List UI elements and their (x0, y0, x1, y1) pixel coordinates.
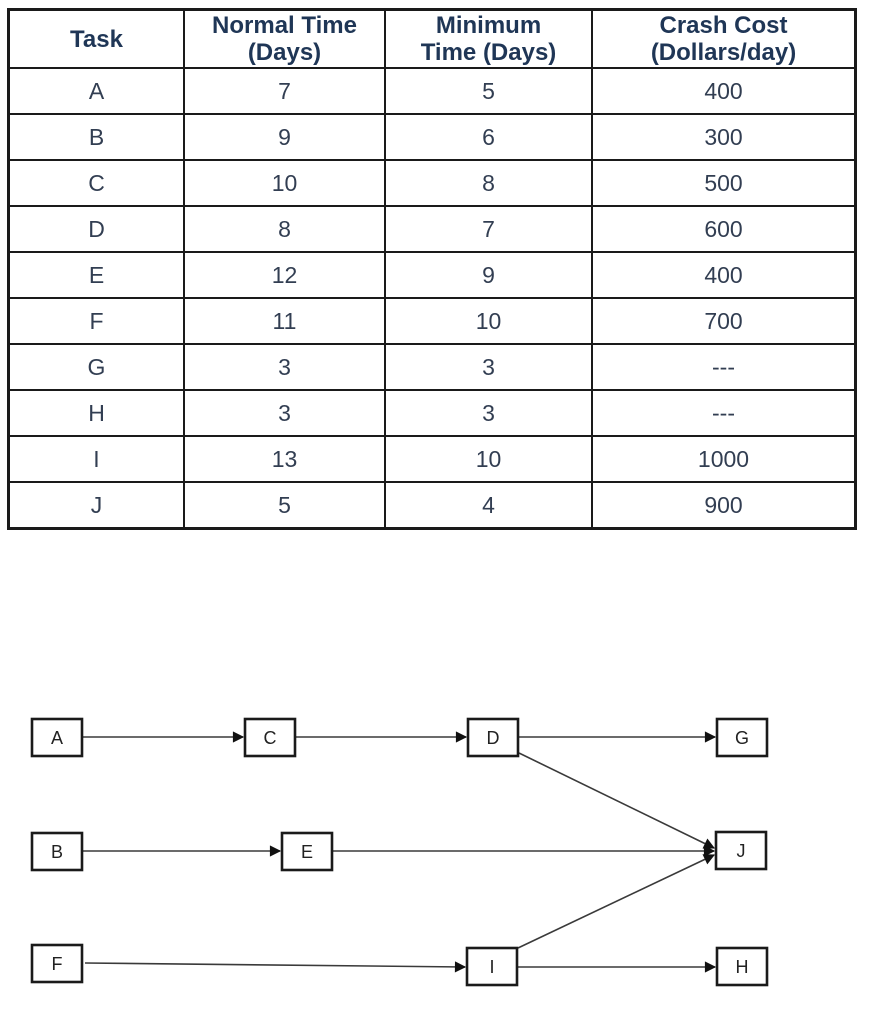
column-header-line: (Dollars/day) (650, 39, 797, 66)
task-node-label-J: J (737, 841, 746, 861)
column-header-line: Crash Cost (659, 12, 788, 39)
normal-time-cell: 5 (183, 481, 386, 530)
minimum-time-cell: 4 (384, 481, 593, 530)
edge-F-to-I (84, 961, 467, 973)
task-node-G: G (715, 717, 769, 758)
task-cell: I (7, 435, 185, 483)
crash-cost-cell: 600 (591, 205, 857, 253)
task-cell: D (7, 205, 185, 253)
task-cell: J (7, 481, 185, 530)
crash-cost-cell: 400 (591, 67, 857, 115)
task-node-D: D (466, 717, 520, 758)
crash-cost-cell: 500 (591, 159, 857, 207)
minimum-time-cell: 3 (384, 343, 593, 391)
task-node-label-D: D (487, 728, 500, 748)
column-header-line: Task (70, 25, 123, 53)
task-node-box-A (30, 717, 84, 758)
minimum-time-cell: 7 (384, 205, 593, 253)
column-header-task: Task (7, 8, 185, 69)
minimum-time-cell: 3 (384, 389, 593, 437)
task-cell: A (7, 67, 185, 115)
minimum-time-cell: 5 (384, 67, 593, 115)
minimum-time-cell: 10 (384, 297, 593, 345)
minimum-time-cell: 8 (384, 159, 593, 207)
normal-time-cell: 11 (183, 297, 386, 345)
task-node-label-E: E (301, 842, 313, 862)
column-header-crash-cost: Crash Cost(Dollars/day) (591, 8, 857, 69)
normal-time-cell: 8 (183, 205, 386, 253)
task-node-H: H (715, 946, 769, 987)
task-cell: H (7, 389, 185, 437)
crash-cost-cell: --- (591, 389, 857, 437)
precedence-diagram: A C D G B E J F I H (30, 717, 769, 987)
task-node-E: E (280, 831, 334, 872)
task-cell: F (7, 297, 185, 345)
column-header-normal-time: Normal Time(Days) (183, 8, 386, 69)
task-node-box-D (466, 717, 520, 758)
minimum-time-cell: 10 (384, 435, 593, 483)
task-node-A: A (30, 717, 84, 758)
normal-time-cell: 3 (183, 389, 386, 437)
task-node-box-C (243, 717, 297, 758)
crash-cost-cell: 700 (591, 297, 857, 345)
task-node-box-B (30, 831, 84, 872)
task-node-box-G (715, 717, 769, 758)
task-cell: C (7, 159, 185, 207)
normal-time-cell: 9 (183, 113, 386, 161)
task-node-C: C (243, 717, 297, 758)
task-node-box-J (714, 830, 768, 871)
task-node-B: B (30, 831, 84, 872)
crash-cost-cell: 1000 (591, 435, 857, 483)
column-header-line: Normal Time (212, 12, 357, 39)
task-node-label-A: A (51, 728, 63, 748)
normal-time-cell: 10 (183, 159, 386, 207)
task-node-label-C: C (264, 728, 277, 748)
task-node-F: F (30, 943, 84, 984)
task-cell: B (7, 113, 185, 161)
task-node-box-E (280, 831, 334, 872)
task-node-label-I: I (489, 957, 494, 977)
normal-time-cell: 7 (183, 67, 386, 115)
task-node-label-B: B (51, 842, 63, 862)
crash-cost-cell: 400 (591, 251, 857, 299)
normal-time-cell: 13 (183, 435, 386, 483)
task-cell: G (7, 343, 185, 391)
column-header-line: Minimum (435, 12, 542, 39)
task-node-box-H (715, 946, 769, 987)
crash-cost-cell: 900 (591, 481, 857, 530)
task-node-label-F: F (52, 954, 63, 974)
task-node-box-F (30, 943, 84, 984)
crash-cost-cell: 300 (591, 113, 857, 161)
column-header-line: Time (Days) (420, 39, 557, 66)
edge-I-to-J (517, 854, 716, 949)
minimum-time-cell: 9 (384, 251, 593, 299)
normal-time-cell: 3 (183, 343, 386, 391)
task-node-label-H: H (736, 957, 749, 977)
edge-D-to-J (518, 752, 716, 849)
minimum-time-cell: 6 (384, 113, 593, 161)
normal-time-cell: 12 (183, 251, 386, 299)
task-node-box-I (465, 946, 519, 987)
task-node-J: J (714, 830, 768, 871)
crash-cost-cell: --- (591, 343, 857, 391)
task-cell: E (7, 251, 185, 299)
column-header-line: (Days) (247, 39, 322, 66)
task-node-I: I (465, 946, 519, 987)
task-node-label-G: G (735, 728, 749, 748)
